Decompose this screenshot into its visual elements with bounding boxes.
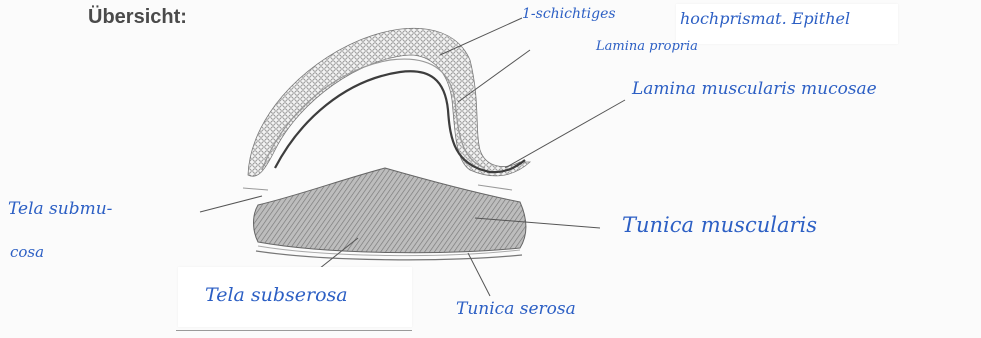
label-tunica-serosa: Tunica serosa [456, 300, 576, 320]
label-lamina-muscularis-mucosae: Lamina muscularis mucosae [632, 80, 877, 100]
leader-tela-submucosa [200, 196, 262, 212]
label-tela-submucosa-2: cosa [10, 244, 44, 261]
label-epithel-part1: 1-schichtiges [522, 6, 616, 22]
leader-epithel [440, 18, 522, 55]
leader-muscularis-mucosae [505, 100, 625, 168]
submucosa-edge-left [243, 188, 268, 190]
label-epithel-part2: hochprismat. Epithel [680, 10, 850, 28]
tunica-muscularis-band [254, 168, 527, 253]
label-tela-submucosa-1: Tela submu- [8, 200, 112, 220]
label-tela-subserosa: Tela subserosa [205, 285, 348, 307]
submucosa-edge-right [478, 185, 512, 190]
label-lamina-propria: Lamina propria [596, 40, 698, 55]
label-tunica-muscularis: Tunica muscularis [622, 213, 817, 237]
leader-tunica-serosa [468, 253, 490, 296]
subserosa-box-rule [176, 330, 412, 331]
epithel-layer [248, 28, 530, 176]
